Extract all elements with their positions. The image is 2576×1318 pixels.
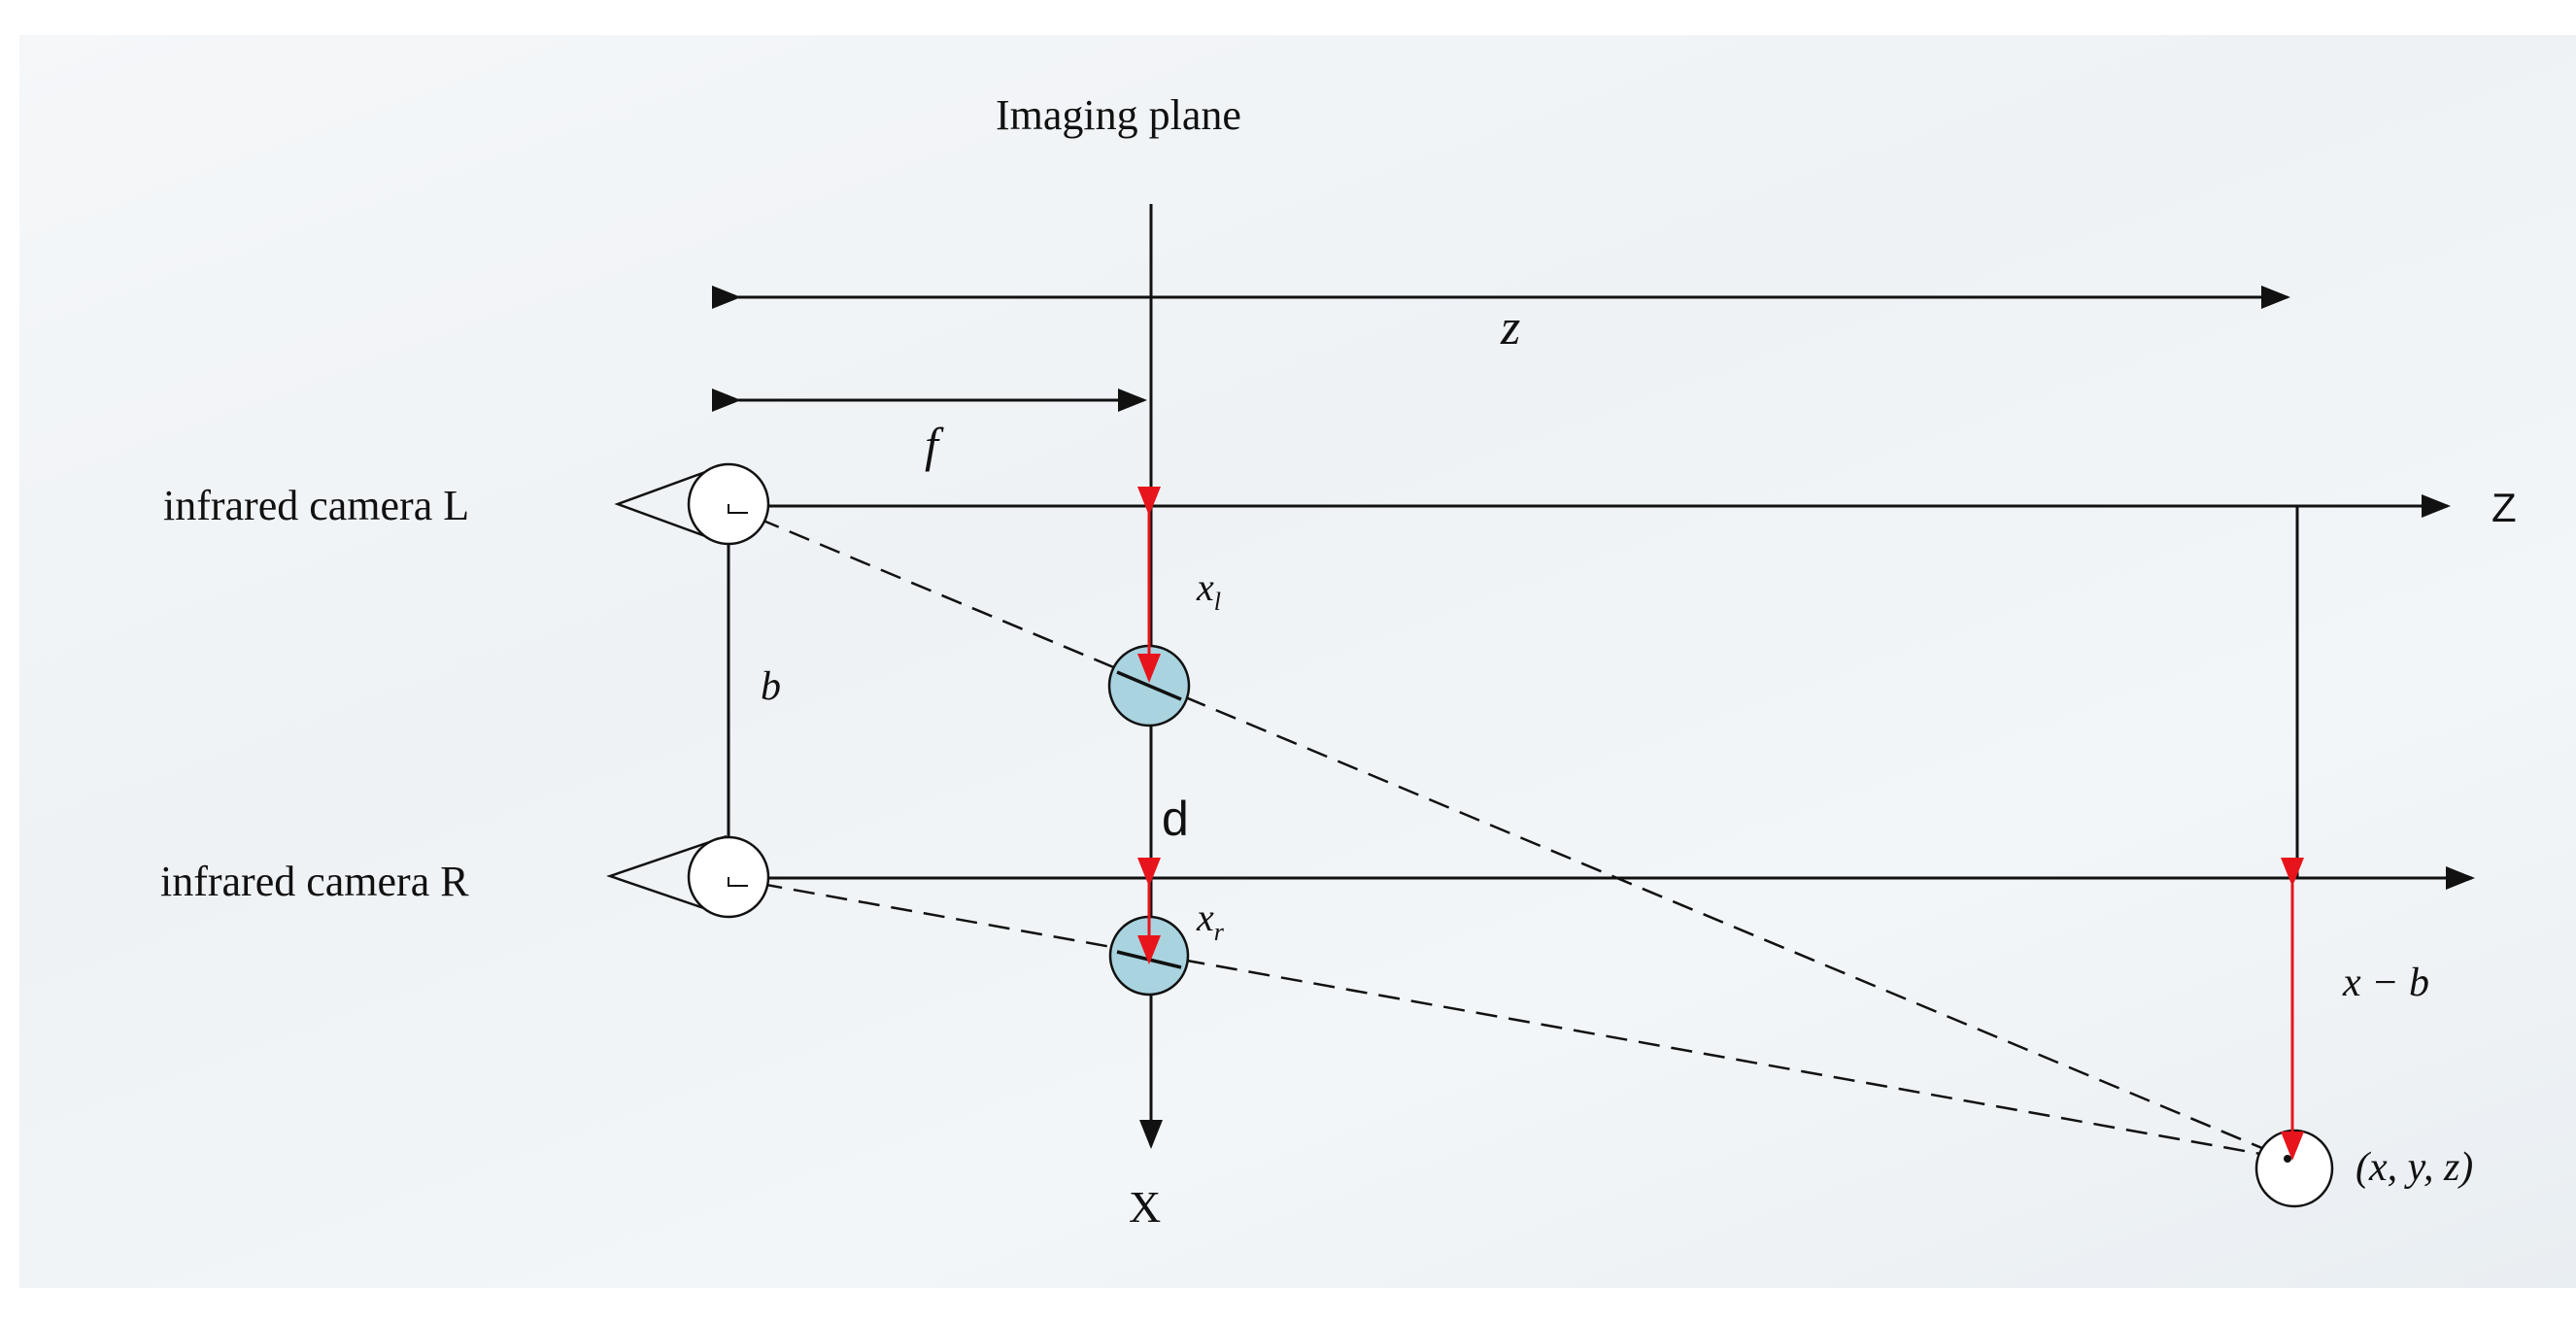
circle-point-icon [2254, 1129, 2334, 1208]
eye-camera-icon [606, 834, 770, 919]
x-axis-label: X [1129, 1182, 1161, 1232]
imaging-plane-label: Imaging plane [996, 91, 1241, 139]
x-right-label: xr [1196, 896, 1225, 946]
disparity-label: d [1162, 792, 1189, 846]
point-coords-label: (x, y, z) [2356, 1145, 2473, 1190]
left-ray-dashed [728, 504, 2288, 1161]
x-left-label: xl [1196, 565, 1221, 616]
left-image-point [1107, 644, 1191, 727]
camera-right-label: infrared camera R [160, 858, 469, 905]
right-ray-dashed [728, 876, 2288, 1161]
eye-camera-icon [614, 462, 770, 546]
diagram-background [19, 35, 2576, 1288]
baseline-label: b [761, 664, 781, 709]
camera-left-label: infrared camera L [163, 482, 469, 529]
z-distance-label: z [1500, 300, 1520, 355]
z-axis-label: Z [2491, 485, 2517, 530]
x-minus-b-label: x − b [2342, 961, 2429, 1005]
focal-length-label: f [925, 418, 944, 472]
